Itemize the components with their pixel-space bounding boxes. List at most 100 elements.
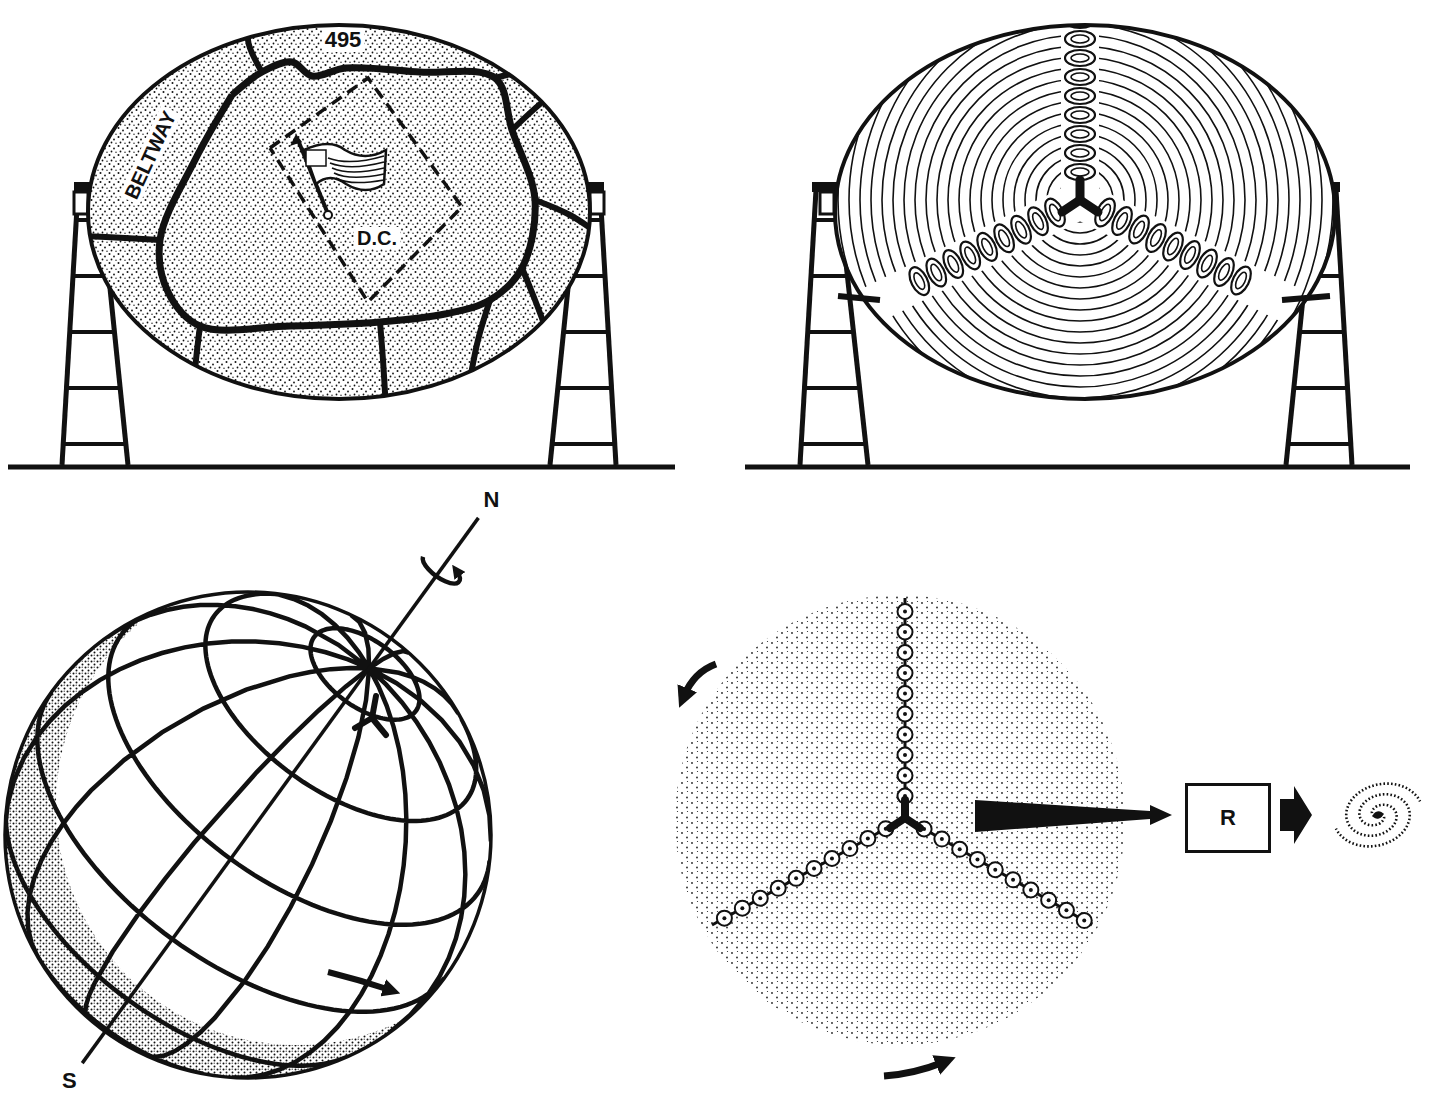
bearing xyxy=(74,192,88,214)
synthesis-disk xyxy=(1064,908,1068,912)
support-tower xyxy=(564,330,609,334)
synthesis-disk xyxy=(898,666,913,681)
dish-array xyxy=(1071,130,1089,138)
synthesis-disk xyxy=(898,645,913,660)
synthesis-disk xyxy=(898,625,913,640)
synthesis-disk xyxy=(712,818,905,925)
dish-array xyxy=(805,0,1355,475)
synthesis-disk xyxy=(776,886,780,890)
dish-array xyxy=(1071,92,1089,100)
dish-array xyxy=(835,25,1335,399)
synthesis-disk xyxy=(753,891,768,906)
synthesis-disk xyxy=(934,832,949,847)
dish-array xyxy=(1065,107,1095,123)
dish-map xyxy=(334,173,384,177)
dish-array xyxy=(915,35,1245,365)
dish-array xyxy=(1065,88,1095,104)
dish-array xyxy=(905,264,933,298)
synthesis-disk xyxy=(1059,903,1074,918)
dish-array xyxy=(1233,271,1248,291)
dish-array xyxy=(1071,149,1089,157)
spin-arrow xyxy=(328,972,390,990)
support-tower xyxy=(63,442,126,446)
dish-array xyxy=(662,0,1435,618)
synthesis-disk xyxy=(903,610,907,614)
dish-map xyxy=(332,168,384,172)
synthesis-disk xyxy=(735,901,750,916)
dish-array xyxy=(1182,245,1197,265)
synthesis-disk xyxy=(903,651,907,655)
dish-array xyxy=(882,2,1278,398)
earth-globe xyxy=(5,565,536,1078)
synthesis-disk xyxy=(1029,888,1033,892)
dish-map xyxy=(330,162,384,167)
dish-array xyxy=(1065,69,1095,85)
dish-array xyxy=(706,0,1435,574)
dish-array xyxy=(904,24,1256,376)
synthesis-disk xyxy=(866,837,870,841)
synthesis-disk xyxy=(952,842,967,857)
support-tower xyxy=(1336,190,1352,465)
dish-array xyxy=(750,0,1410,530)
synthesis-disk xyxy=(903,692,907,696)
dish-array xyxy=(1071,111,1089,119)
support-tower xyxy=(558,386,612,390)
turn-arrow xyxy=(884,1062,944,1076)
bearing xyxy=(590,192,604,214)
map-label: S xyxy=(62,1069,77,1093)
dish-array xyxy=(1227,264,1255,298)
synthesis-disk xyxy=(848,847,852,851)
dish-map xyxy=(304,144,386,190)
galaxy-image xyxy=(1340,775,1426,842)
dish-array xyxy=(684,0,1435,596)
dish-array xyxy=(1227,264,1255,298)
galaxy-image xyxy=(1372,810,1383,819)
dish-map xyxy=(328,156,384,162)
synthesis-disk xyxy=(988,862,1003,877)
synthesis-disk xyxy=(898,727,913,742)
map-label: N xyxy=(483,488,499,512)
dish-array xyxy=(893,13,1267,387)
synthesis-disk xyxy=(1006,872,1021,887)
support-tower xyxy=(600,190,616,465)
synthesis-disk xyxy=(722,916,726,920)
dish-array xyxy=(1216,262,1231,282)
dish-array xyxy=(1199,254,1214,274)
dish-map xyxy=(88,25,590,399)
earth-globe xyxy=(5,565,536,1078)
support-tower xyxy=(800,190,816,465)
synthesis-disk xyxy=(842,841,857,856)
synthesis-disk xyxy=(905,818,1092,925)
synthesis-disk xyxy=(905,818,920,828)
dish-array xyxy=(926,46,1234,354)
synthesis-disk xyxy=(830,856,834,860)
support-tower xyxy=(70,330,115,334)
dish-array xyxy=(981,101,1179,299)
dish-array xyxy=(838,0,1322,442)
rotation-axis xyxy=(82,518,478,1063)
dish-array xyxy=(905,264,933,298)
dish-array xyxy=(1065,145,1095,161)
dish-array xyxy=(1065,126,1095,142)
synthesis-disk xyxy=(903,712,907,716)
galaxy-image xyxy=(1330,788,1416,855)
synthesis-disk xyxy=(1077,913,1092,928)
synthesis-disk xyxy=(903,753,907,757)
dish-array xyxy=(739,0,1421,541)
dish-map xyxy=(290,134,302,146)
synthesis-disk xyxy=(993,868,997,872)
synthesis-disk xyxy=(958,847,962,851)
dish-array xyxy=(996,228,1011,248)
dish-array xyxy=(816,0,1344,464)
signal-arrow xyxy=(975,800,1172,832)
dish-array xyxy=(970,90,1190,310)
synthesis-disk xyxy=(898,748,913,763)
dish-array xyxy=(959,79,1201,321)
synthesis-disk xyxy=(675,595,1312,1076)
dish-array xyxy=(1014,134,1146,266)
dish-array xyxy=(1148,228,1163,248)
ground-line xyxy=(8,465,675,470)
synthesis-disk xyxy=(940,837,944,841)
